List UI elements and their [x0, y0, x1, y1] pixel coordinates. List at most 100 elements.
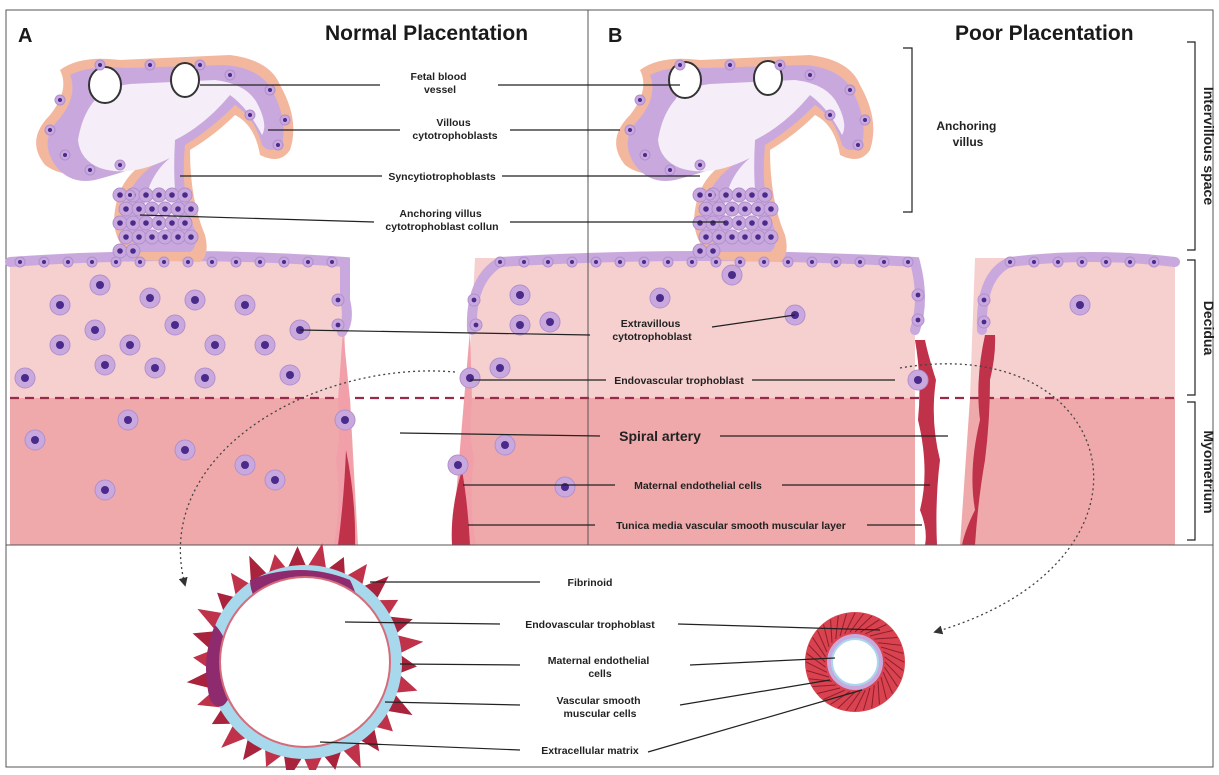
extravillous-cell	[335, 410, 355, 430]
layer-myometrium: Myometrium	[1201, 430, 1217, 513]
villus-nucleus	[845, 85, 855, 95]
label-extravillous: Extravillous cytotrophoblast	[612, 318, 692, 343]
bracket-myometrium	[1187, 402, 1195, 540]
column-cell	[764, 230, 778, 244]
extravillous-cell	[50, 335, 70, 355]
panel-b-letter: B	[608, 25, 622, 47]
surface-cell	[978, 316, 990, 328]
fetal-vessel-a1	[89, 67, 121, 103]
surface-cell	[903, 257, 913, 267]
column-cell	[119, 202, 133, 216]
label-anchoring-column: Anchoring villus cytotrophoblast collun	[385, 208, 498, 233]
column-cell	[119, 230, 133, 244]
inset-label-endovascular: Endovascular trophoblast	[525, 619, 655, 631]
surface-cell	[543, 257, 553, 267]
column-cell	[758, 188, 772, 202]
column-cell	[132, 202, 146, 216]
surface-cell	[807, 257, 817, 267]
surface-cell	[332, 294, 344, 306]
column-cell	[158, 230, 172, 244]
column-cell	[152, 216, 166, 230]
surface-cell	[567, 257, 577, 267]
extravillous-cell	[722, 265, 742, 285]
column-cell	[751, 202, 765, 216]
extravillous-cell	[25, 430, 45, 450]
villus-nucleus	[635, 95, 645, 105]
villus-nucleus	[273, 140, 283, 150]
extravillous-cell	[1070, 295, 1090, 315]
column-cell	[732, 216, 746, 230]
surface-cell	[63, 257, 73, 267]
surface-cell	[332, 319, 344, 331]
lumen-poor	[832, 639, 878, 685]
column-cell	[699, 202, 713, 216]
villus-nucleus	[95, 60, 105, 70]
column-cell	[693, 216, 707, 230]
villus-nucleus	[55, 95, 65, 105]
panel-b-title: Poor Placentation	[955, 22, 1134, 45]
extravillous-cell	[50, 295, 70, 315]
villus-nucleus	[805, 70, 815, 80]
normal-artery-cross-section	[187, 543, 424, 770]
surface-cell	[1029, 257, 1039, 267]
villus-nucleus	[245, 110, 255, 120]
extravillous-cell	[165, 315, 185, 335]
extravillous-cell	[90, 275, 110, 295]
extravillous-cell	[15, 368, 35, 388]
column-cell	[152, 188, 166, 202]
surface-cell	[783, 257, 793, 267]
surface-cell	[1077, 257, 1087, 267]
villus-nucleus	[195, 60, 205, 70]
extravillous-cell	[185, 290, 205, 310]
surface-cell	[711, 257, 721, 267]
column-cell	[158, 202, 172, 216]
villus-nucleus	[853, 140, 863, 150]
extravillous-cell	[650, 288, 670, 308]
villus-nucleus	[280, 115, 290, 125]
surface-cell	[831, 257, 841, 267]
column-cell	[725, 202, 739, 216]
extravillous-cell	[510, 285, 530, 305]
surface-cell	[183, 257, 193, 267]
villus-nucleus	[640, 150, 650, 160]
extravillous-cell	[95, 355, 115, 375]
surface-cell	[39, 257, 49, 267]
surface-cell	[159, 257, 169, 267]
villus-nucleus	[695, 160, 705, 170]
column-cell	[126, 216, 140, 230]
villus-nucleus	[125, 190, 135, 200]
column-cell	[171, 230, 185, 244]
column-cell	[719, 188, 733, 202]
extravillous-cell	[95, 480, 115, 500]
column-cell	[184, 202, 198, 216]
column-cell	[178, 216, 192, 230]
surface-cell	[759, 257, 769, 267]
extravillous-cell	[555, 477, 575, 497]
column-cell	[184, 230, 198, 244]
label-villous-cytotrophoblasts: Villous cytotrophoblasts	[412, 117, 497, 142]
villus-nucleus	[145, 60, 155, 70]
inset-label-fibrinoid: Fibrinoid	[568, 577, 613, 589]
column-cell	[712, 202, 726, 216]
surface-cell	[1005, 257, 1015, 267]
extravillous-cell	[448, 455, 468, 475]
surface-cell	[591, 257, 601, 267]
surface-cell	[279, 257, 289, 267]
surface-cell	[495, 257, 505, 267]
column-cell	[751, 230, 765, 244]
villus-nucleus	[825, 110, 835, 120]
panel-a-letter: A	[18, 25, 32, 47]
column-cell	[139, 216, 153, 230]
surface-cell	[303, 257, 313, 267]
column-cell	[712, 230, 726, 244]
column-cell	[758, 216, 772, 230]
surface-cell	[639, 257, 649, 267]
villus-nucleus	[675, 60, 685, 70]
extravillous-cell	[265, 470, 285, 490]
column-cell	[171, 202, 185, 216]
label-tunica-media: Tunica media vascular smooth muscular la…	[616, 520, 846, 532]
decidua-b-right	[970, 258, 1175, 398]
column-cell	[719, 216, 733, 230]
surface-cell	[1125, 257, 1135, 267]
